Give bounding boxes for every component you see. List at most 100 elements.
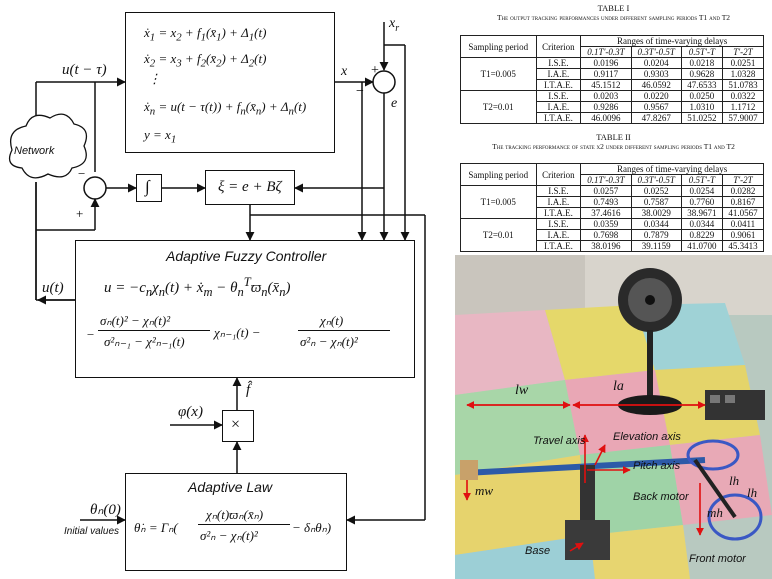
table1-value-cell: 0.0220 — [630, 90, 682, 102]
table1-value-cell: 0.0251 — [721, 57, 765, 69]
table2-value-cell: 39.1159 — [630, 240, 682, 252]
table1-header-criterion: Criterion — [535, 35, 582, 58]
table1-value-cell: 0.0204 — [630, 57, 682, 69]
ctrl-frac-a-num: σₙ(t)² − χₙ(t)² — [100, 313, 171, 328]
table2-value-cell: 0.7493 — [580, 196, 632, 208]
plant-block: ẋ1 = x2 + f1(x̄1) + Δ1(t) ẋ2 = x3 + f2(x… — [125, 12, 335, 153]
table1-value-cell: 0.0218 — [680, 57, 723, 69]
table1-value-cell: 51.0252 — [680, 112, 723, 124]
fhat-label: f̂ — [246, 382, 251, 398]
table2-range-2: 0.5T'-T — [680, 174, 723, 186]
table1-value-cell: 46.0096 — [580, 112, 632, 124]
table2-criterion-cell: I.A.E. — [535, 229, 582, 241]
svg-text:+: + — [371, 63, 379, 78]
table2-value-cell: 45.3413 — [721, 240, 765, 252]
input-delay-label: u(t − τ) — [62, 62, 107, 78]
table2-value-cell: 0.0252 — [630, 185, 682, 197]
table1-criterion-cell: I.A.E. — [535, 68, 582, 80]
table1-criterion-cell: I.A.E. — [535, 101, 582, 113]
table1-value-cell: 47.8267 — [630, 112, 682, 124]
integrator-block: ∫ — [136, 174, 162, 202]
adaptive-law-block: Adaptive Law θ̇ₙ = Γₙ( χₙ(t)ϖₙ(x̄ₙ) σ²ₙ … — [125, 473, 347, 571]
la-label: la — [613, 379, 624, 394]
table1-value-cell: 0.9628 — [680, 68, 723, 80]
table1-value-cell: 57.9007 — [721, 112, 765, 124]
table1-value-cell: 51.0783 — [721, 79, 765, 91]
table2-criterion-cell: I.S.E. — [535, 218, 582, 230]
table2-value-cell: 0.7587 — [630, 196, 682, 208]
photo-scene — [455, 255, 772, 579]
ctrl-frac-b-den: σ²ₙ − χₙ(t)² — [300, 334, 358, 349]
table1-period-0: T1=0.005 — [460, 57, 537, 91]
xi-block: ξ = e + Bζ — [205, 170, 295, 205]
mw-label: mw — [475, 483, 494, 498]
law-den: σ²ₙ − χₙ(t)² — [200, 528, 258, 543]
table2-value-cell: 37.4616 — [580, 207, 632, 219]
back-motor-label: Back motor — [633, 491, 689, 503]
table2-header-criterion: Criterion — [535, 163, 582, 186]
table2-value-cell: 0.0254 — [680, 185, 723, 197]
table2-value-cell: 0.8229 — [680, 229, 723, 241]
front-motor-label: Front motor — [689, 553, 746, 565]
table1-period-1: T2=0.01 — [460, 90, 537, 124]
travel-axis-label: Travel axis — [533, 435, 586, 447]
table1-criterion-cell: I.T.A.E. — [535, 112, 582, 124]
table1-value-cell: 0.0322 — [721, 90, 765, 102]
table1-criterion-cell: I.T.A.E. — [535, 79, 582, 91]
network-cloud — [8, 113, 88, 179]
phi-label: φ(x) — [178, 404, 203, 420]
lw-label: lw — [515, 383, 529, 398]
helicopter-photo: lw la Travel axis Elevation axis Pitch a… — [455, 255, 772, 579]
controller-eq-1: u = −cnχn(t) + ẋm − θnTϖn(x̄n) — [104, 275, 291, 299]
table1-value-cell: 0.9303 — [630, 68, 682, 80]
table1-value-cell: 0.9567 — [630, 101, 682, 113]
table2-value-cell: 38.0196 — [580, 240, 632, 252]
network-label: Network — [14, 145, 55, 157]
xi-equation: ξ = e + Bζ — [218, 179, 282, 195]
ctrl-frac-a-den: σ²ₙ₋₁ − χ²ₙ₋₁(t) — [104, 334, 185, 349]
integral-symbol: ∫ — [145, 177, 150, 196]
table1-header-period: Sampling period — [460, 35, 537, 58]
table1-value-cell: 45.1512 — [580, 79, 632, 91]
table2-range-3: T'-2T — [721, 174, 765, 186]
law-num: χₙ(t)ϖₙ(x̄ₙ) — [206, 507, 264, 522]
law-tail: − δₙθₙ) — [292, 520, 332, 535]
table1-range-3: T'-2T — [721, 46, 765, 58]
ctrl-tail: χₙ₋₁(t) − — [214, 325, 261, 340]
lh-top-label: lh — [729, 473, 740, 488]
base-label: Base — [525, 545, 551, 557]
table1-value-cell: 1.0328 — [721, 68, 765, 80]
table2-value-cell: 0.0257 — [580, 185, 632, 197]
plant-eq-n: ẋn = u(t − τ(t)) + fn(x̄n) + Δn(t) — [144, 99, 307, 118]
table2-period-1: T2=0.01 — [460, 218, 537, 252]
table1-value-cell: 0.0196 — [580, 57, 632, 69]
e-label: e — [391, 96, 398, 111]
table1-value-cell: 0.9117 — [580, 68, 632, 80]
table2-value-cell: 0.9061 — [721, 229, 765, 241]
table1-range-0: 0.1T'-0.3T — [580, 46, 632, 58]
block-diagram-wires: − + + − — [8, 22, 426, 525]
xr-label: xr — [389, 16, 400, 34]
table2-value-cell: 0.0344 — [680, 218, 723, 230]
table2-label: TABLE II — [596, 132, 631, 142]
table2-value-cell: 0.0282 — [721, 185, 765, 197]
table1-value-cell: 0.0203 — [580, 90, 632, 102]
x-label: x — [341, 64, 348, 79]
table1-range-2: 0.5T'-T — [680, 46, 723, 58]
plant-eq-y: y = x1 — [144, 127, 177, 146]
table1-value-cell: 0.0250 — [680, 90, 723, 102]
plant-eq-2: ẋ2 = x3 + f2(x̄2) + Δ2(t) — [144, 51, 267, 70]
law-lhs: θ̇ₙ = Γₙ( — [134, 520, 178, 535]
table1-caption: The output tracking performances under d… — [496, 13, 731, 22]
pitch-axis-label: Pitch axis — [633, 460, 681, 472]
table1-value-cell: 1.0310 — [680, 101, 723, 113]
controller-title: Adaptive Fuzzy Controller — [166, 248, 327, 264]
table2-range-1: 0.3T'-0.5T — [630, 174, 682, 186]
